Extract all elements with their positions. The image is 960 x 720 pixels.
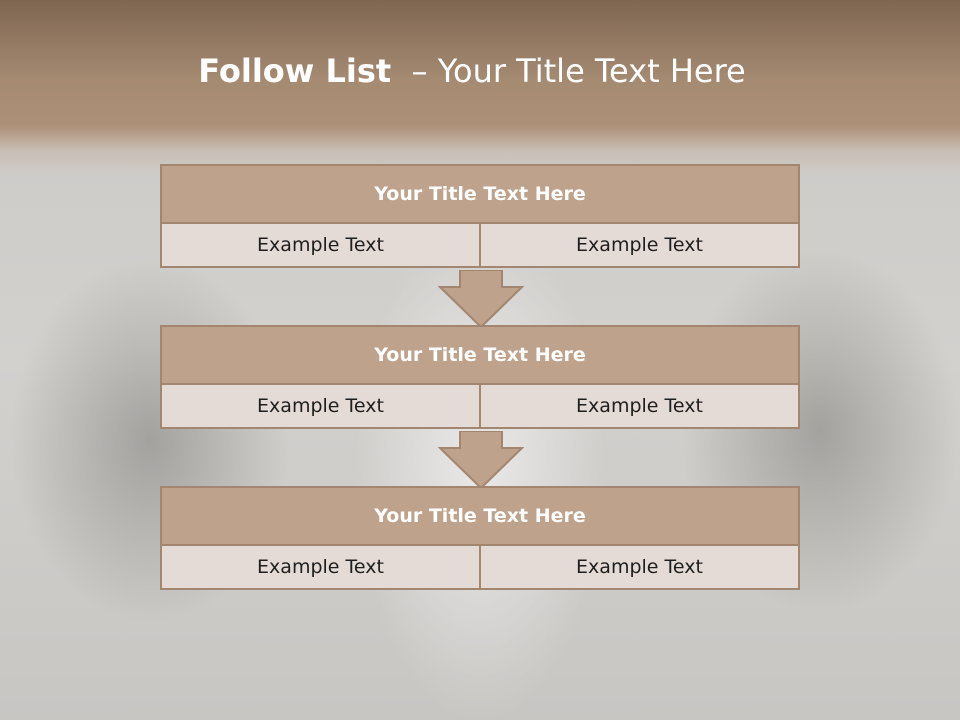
title-bold: Follow List <box>198 52 392 90</box>
list-block-1: Your Title Text Here Example Text Exampl… <box>160 164 800 268</box>
block-cell-right: Example Text <box>481 546 798 588</box>
block-cell-right: Example Text <box>481 224 798 266</box>
title-subtitle: – Your Title Text Here <box>411 52 746 90</box>
block-cell-left: Example Text <box>162 224 479 266</box>
list-block-3: Your Title Text Here Example Text Exampl… <box>160 486 800 590</box>
block-heading: Your Title Text Here <box>162 327 798 383</box>
block-heading: Your Title Text Here <box>162 166 798 222</box>
block-cell-left: Example Text <box>162 385 479 427</box>
down-arrow-icon <box>438 270 524 328</box>
down-arrow-icon <box>438 431 524 489</box>
block-heading: Your Title Text Here <box>162 488 798 544</box>
title-band <box>0 0 960 175</box>
slide-title: Follow List – Your Title Text Here <box>0 52 944 90</box>
block-cell-right: Example Text <box>481 385 798 427</box>
list-block-2: Your Title Text Here Example Text Exampl… <box>160 325 800 429</box>
block-cell-left: Example Text <box>162 546 479 588</box>
